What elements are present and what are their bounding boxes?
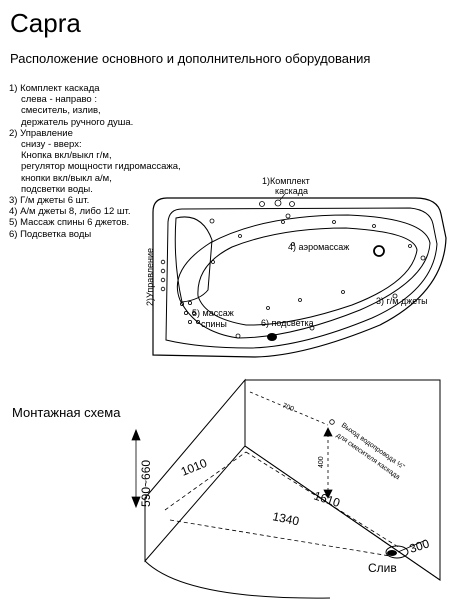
aero-jet-icon <box>266 306 270 310</box>
drain-hole-icon <box>387 550 397 556</box>
mixer-icon <box>259 201 265 207</box>
dim-1340-line <box>169 519 391 557</box>
mounting-scheme <box>144 378 441 599</box>
dim-1010-line <box>164 451 247 511</box>
page-subtitle: Расположение основного и дополнительного… <box>10 51 371 66</box>
dim-1010-label: 1010 <box>179 456 209 479</box>
back-massage-label-line2: спины <box>201 319 227 329</box>
hydro-jet-icon <box>309 325 315 331</box>
control-buttons <box>160 259 166 292</box>
legend-line: слева - направо : <box>21 94 97 106</box>
dim-1610-label: 1610 <box>312 489 342 511</box>
legend-line: 4) А/м джеты 8, либо 12 шт. <box>9 206 131 218</box>
drain-and-light <box>267 245 385 341</box>
aero-label: 4) аэромассаж <box>288 242 349 252</box>
legend-line: регулятор мощности гидромассажа, <box>21 161 181 173</box>
tub-inner-rim <box>165 207 438 349</box>
drain-300-label: 300 <box>408 536 432 556</box>
legend-line: смеситель, излив, <box>21 105 101 117</box>
back-jet-icon <box>183 310 188 315</box>
control-button-icon <box>160 286 166 292</box>
legend-line: 5) Массаж спины 6 джетов. <box>9 217 130 229</box>
height-arrow-top <box>131 428 141 441</box>
page-title: Capra <box>10 8 81 38</box>
dim-1610-line <box>245 451 401 549</box>
shower-holder-icon <box>289 201 295 207</box>
dim-400-arrow-bottom <box>323 489 333 499</box>
light-label: 6) подсветка <box>261 318 314 328</box>
aero-jet-icon <box>281 220 285 224</box>
cascade-equipment <box>259 199 295 207</box>
dim-700-label: 700 <box>281 402 295 413</box>
height-label: 590~660 <box>139 460 153 507</box>
legend-line: держатель ручного душа. <box>21 116 134 128</box>
aero-jet-icon <box>298 298 302 302</box>
dim-1340-label: 1340 <box>271 509 300 528</box>
tub-outer-rim <box>152 197 447 358</box>
dim-700-line <box>249 391 329 426</box>
back-jet-icon <box>187 300 192 305</box>
legend-line: 6) Подсветка воды <box>9 228 92 240</box>
control-button-icon <box>160 259 166 265</box>
hydro-jet-icon <box>285 213 291 219</box>
cascade-label-line2: каскада <box>275 186 308 196</box>
aero-jet-icon <box>332 220 336 224</box>
tub-top-view <box>152 197 447 358</box>
tub-backrest <box>174 216 213 303</box>
back-jet-icon <box>179 301 184 306</box>
drain-ellipse-icon <box>385 545 409 559</box>
legend-line: снизу - вверх: <box>21 139 82 151</box>
floor-edge <box>244 445 441 581</box>
aero-jet-icon <box>238 234 242 238</box>
mounting-scheme-title: Монтажная схема <box>12 405 121 420</box>
hydro-jet-icon <box>420 255 426 261</box>
aero-jet-icon <box>291 242 295 246</box>
drain-300-line <box>397 539 427 553</box>
back-jet-icon <box>187 319 192 324</box>
control-button-icon <box>160 268 166 274</box>
control-button-icon <box>160 277 166 283</box>
legend-line: Кнопка вкл/выкл г/м, <box>21 150 112 162</box>
aero-jet-icon <box>211 260 215 264</box>
dim-400-label: 400 <box>318 456 325 468</box>
dim-400-arrow-top <box>323 427 333 437</box>
back-massage-jets <box>179 300 200 324</box>
aero-jets <box>211 220 412 310</box>
tub-basin-outer <box>176 214 431 339</box>
legend-line: 2) Управление <box>9 127 73 139</box>
light-icon <box>267 333 277 341</box>
drain-label: Слив <box>368 561 397 575</box>
water-outlet-icon <box>329 419 335 425</box>
back-massage-label: 5) массаж <box>192 308 234 318</box>
aero-jet-icon <box>408 244 412 248</box>
hydro-label: 3) г/м джеты <box>376 296 428 306</box>
back-jet-icon <box>195 319 200 324</box>
floor-curve <box>144 560 331 599</box>
control-label: 2)Управление <box>145 248 155 306</box>
cascade-label: 1)Комплект <box>262 176 310 186</box>
drain-symbol <box>385 545 409 559</box>
cascade-leader <box>279 193 286 201</box>
aero-jet-icon <box>372 224 376 228</box>
mount-dimensions <box>131 391 427 557</box>
legend-line: кнопки вкл/выкл а/м, <box>21 172 112 184</box>
legend-line: 3) Г/м джеты 6 шт. <box>9 195 90 207</box>
back-jet-icon <box>191 310 196 315</box>
hydro-jet-icon <box>209 218 215 224</box>
hydro-jets <box>209 213 426 339</box>
legend-line: подсветки воды. <box>21 183 93 195</box>
drain-icon <box>373 245 385 257</box>
legend-line: 1) Комплект каскада <box>9 83 100 94</box>
hydro-jet-icon <box>235 333 241 339</box>
aero-jet-icon <box>341 290 345 294</box>
spout-icon <box>274 199 282 207</box>
tub-basin-inner <box>197 227 418 326</box>
hydro-jet-icon <box>392 293 398 299</box>
height-arrow-bottom <box>131 496 141 509</box>
